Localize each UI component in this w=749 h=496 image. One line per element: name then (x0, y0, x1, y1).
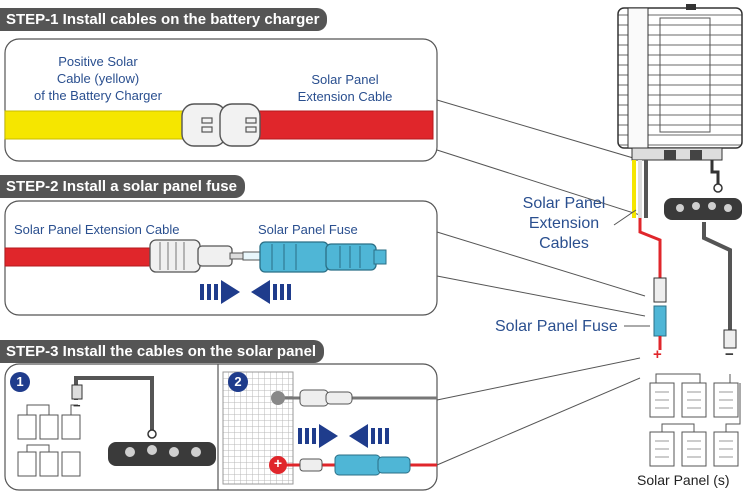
step2-push-arrows (200, 280, 291, 304)
right-plus-sign: + (653, 346, 662, 363)
right-extension-cables-label: Solar Panel Extension Cables (522, 195, 606, 252)
bus-bar (108, 442, 216, 466)
step3-solar-panels-small (17, 404, 81, 477)
step2-extension-cable-label: Solar Panel Extension Cable (14, 222, 180, 237)
step3-plus-sign: + (273, 455, 283, 471)
solar-panels-label: Solar Panel (s) (637, 472, 730, 488)
mc4-connector-joined (181, 103, 261, 147)
right-bus-bar (664, 198, 742, 220)
substep-2-badge: 2 (228, 372, 248, 392)
right-solar-panels (649, 373, 741, 467)
step1-extension-cable-label: Solar Panel Extension Cable (297, 72, 393, 104)
positive-cable-yellow (4, 110, 186, 140)
negative-terminal (271, 391, 285, 405)
step3-title: STEP-3 Install the cables on the solar p… (0, 340, 325, 363)
step3-minus-sign: − (73, 398, 81, 413)
step1-title: STEP-1 Install cables on the battery cha… (0, 8, 328, 31)
substep-1-badge: 1 (10, 372, 30, 392)
battery-charger (617, 4, 743, 161)
positive-terminal (269, 456, 287, 474)
step3-push-arrows (298, 424, 389, 448)
right-fuse-label: Solar Panel Fuse (495, 318, 618, 335)
step2-extension-cable (4, 247, 154, 267)
step2-fuse-label: Solar Panel Fuse (258, 222, 358, 237)
positive-cable-label: Positive Solar Cable (yellow) of the Bat… (34, 54, 162, 103)
mc4-male-connector (149, 239, 245, 273)
solar-panel-fuse-connector (242, 241, 387, 273)
right-minus-sign: − (725, 346, 734, 363)
step2-title: STEP-2 Install a solar panel fuse (0, 175, 245, 198)
extension-cable-red (254, 110, 434, 140)
